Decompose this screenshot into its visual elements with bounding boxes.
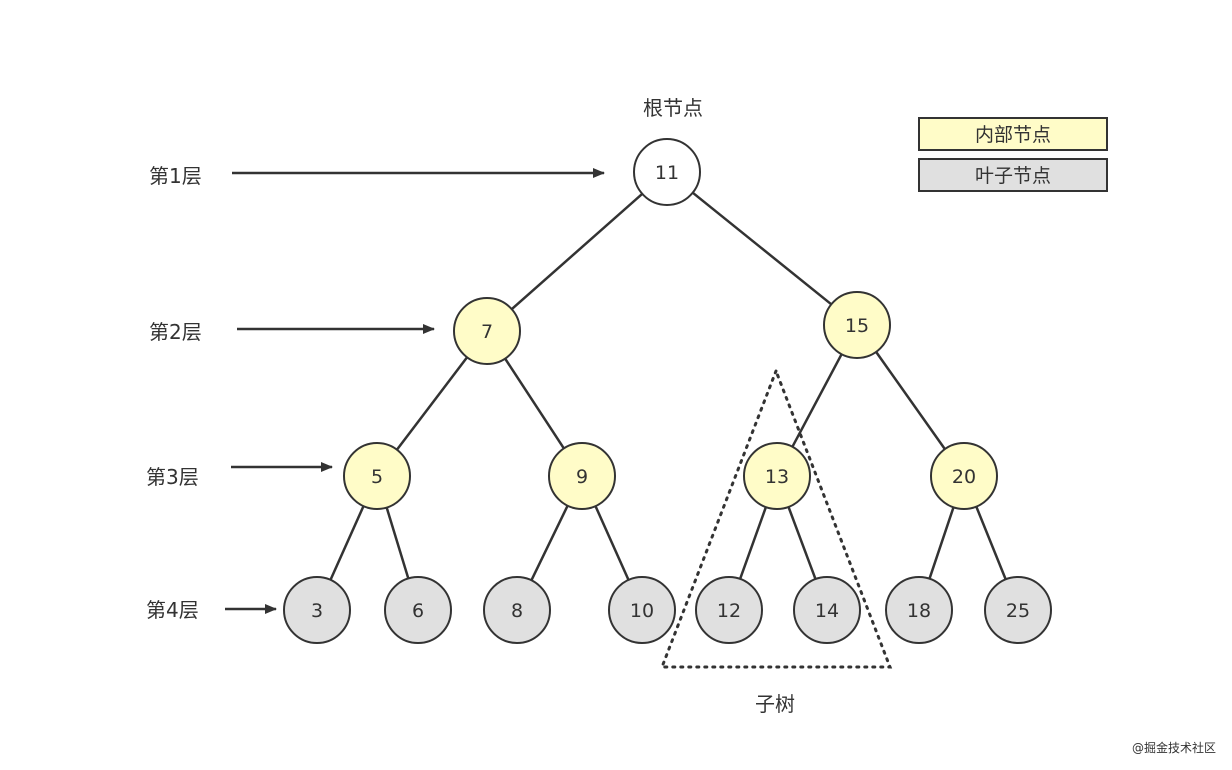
tree-node-25: 25 (984, 576, 1052, 644)
tree-node-circle (633, 138, 701, 206)
tree-node-value: 3 (311, 600, 323, 622)
subtree-label: 子树 (755, 692, 795, 716)
legend-leaf-label: 叶子节点 (975, 165, 1051, 187)
level-label-3: 第3层 (146, 465, 199, 489)
tree-node-circle (384, 576, 452, 644)
tree-node-7: 7 (453, 297, 521, 365)
legend-leaf-swatch (918, 158, 1108, 192)
tree-node-value: 18 (907, 600, 931, 622)
tree-edge (787, 506, 817, 580)
tree-edge (504, 357, 565, 450)
tree-node-circle (984, 576, 1052, 644)
legend: 内部节点 叶子节点 (918, 117, 1108, 192)
level-label-2: 第2层 (149, 320, 202, 344)
tree-edge (594, 505, 630, 581)
tree-node-14: 14 (793, 576, 861, 644)
subtree-outline (659, 366, 893, 669)
tree-node-value: 8 (511, 600, 523, 622)
tree-node-value: 13 (765, 466, 789, 488)
level-label-4: 第4层 (146, 598, 199, 622)
tree-node-9: 9 (548, 442, 616, 510)
tree-edge (395, 356, 469, 451)
tree-node-6: 6 (384, 576, 452, 644)
legend-internal-label: 内部节点 (975, 124, 1051, 146)
tree-edge (791, 353, 843, 448)
tree-node-5: 5 (343, 442, 411, 510)
tree-edge (975, 506, 1007, 580)
tree-node-value: 14 (815, 600, 839, 622)
tree-node-11: 11 (633, 138, 701, 206)
tree-node-value: 9 (576, 466, 588, 488)
tree-node-value: 6 (412, 600, 424, 622)
tree-edge (875, 351, 946, 450)
tree-edges (329, 191, 1007, 581)
watermark: @掘金技术社区 (1132, 740, 1216, 755)
tree-nodes: 11 7 15 5 9 13 20 3 6 8 10 12 14 18 25 (283, 138, 1052, 644)
tree-node-3: 3 (283, 576, 351, 644)
tree-node-value: 15 (845, 315, 869, 337)
tree-node-circle (743, 442, 811, 510)
tree-edge (738, 506, 768, 580)
tree-node-circle (608, 576, 676, 644)
tree-edge (385, 507, 410, 579)
tree-node-value: 12 (717, 600, 741, 622)
tree-node-10: 10 (608, 576, 676, 644)
tree-edge (530, 505, 569, 581)
tree-node-value: 25 (1006, 600, 1030, 622)
tree-edge (510, 192, 644, 311)
tree-node-15: 15 (823, 291, 891, 359)
tree-node-circle (283, 576, 351, 644)
tree-node-circle (793, 576, 861, 644)
tree-node-circle (483, 576, 551, 644)
level-arrows (225, 168, 605, 614)
tree-node-value: 10 (630, 600, 654, 622)
level-labels: 第1层 第2层 第3层 第4层 (146, 164, 202, 622)
tree-node-circle (823, 291, 891, 359)
tree-node-circle (885, 576, 953, 644)
tree-node-13: 13 (743, 442, 811, 510)
tree-node-12: 12 (695, 576, 763, 644)
tree-node-circle (343, 442, 411, 510)
tree-node-circle (548, 442, 616, 510)
tree-node-8: 8 (483, 576, 551, 644)
tree-node-value: 11 (655, 162, 679, 184)
root-node-label: 根节点 (643, 96, 703, 120)
tree-node-circle (453, 297, 521, 365)
tree-node-value: 7 (481, 321, 493, 343)
tree-node-value: 5 (371, 466, 383, 488)
legend-internal-swatch (918, 117, 1108, 151)
tree-node-circle (695, 576, 763, 644)
tree-node-20: 20 (930, 442, 998, 510)
tree-node-18: 18 (885, 576, 953, 644)
level-label-1: 第1层 (149, 164, 202, 188)
tree-edge (928, 506, 955, 580)
tree-edge (691, 191, 833, 306)
tree-edge (329, 505, 365, 581)
tree-node-circle (930, 442, 998, 510)
tree-node-value: 20 (952, 466, 976, 488)
